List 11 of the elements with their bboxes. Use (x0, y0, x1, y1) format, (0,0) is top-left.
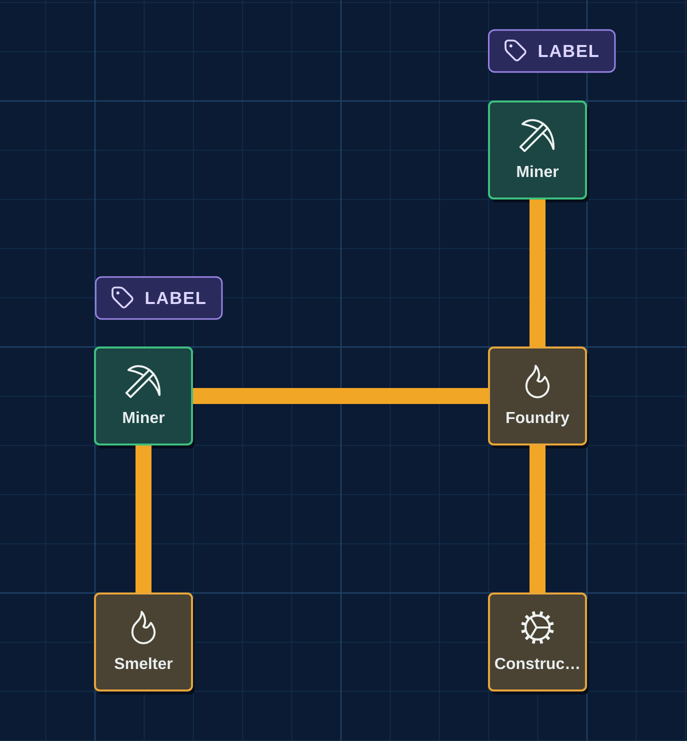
machine-tile: Construc… (488, 592, 589, 694)
label-chip: LABEL (488, 29, 616, 73)
machine-tile: Smelter (94, 592, 195, 694)
label-chip: LABEL (95, 276, 223, 320)
machine-tile: Foundry (488, 346, 589, 448)
connector (136, 446, 152, 592)
connector (530, 200, 546, 346)
connector (193, 388, 488, 404)
connector (530, 446, 546, 592)
machine-tile: Miner (488, 100, 589, 202)
machine-tile: Miner (94, 346, 195, 448)
